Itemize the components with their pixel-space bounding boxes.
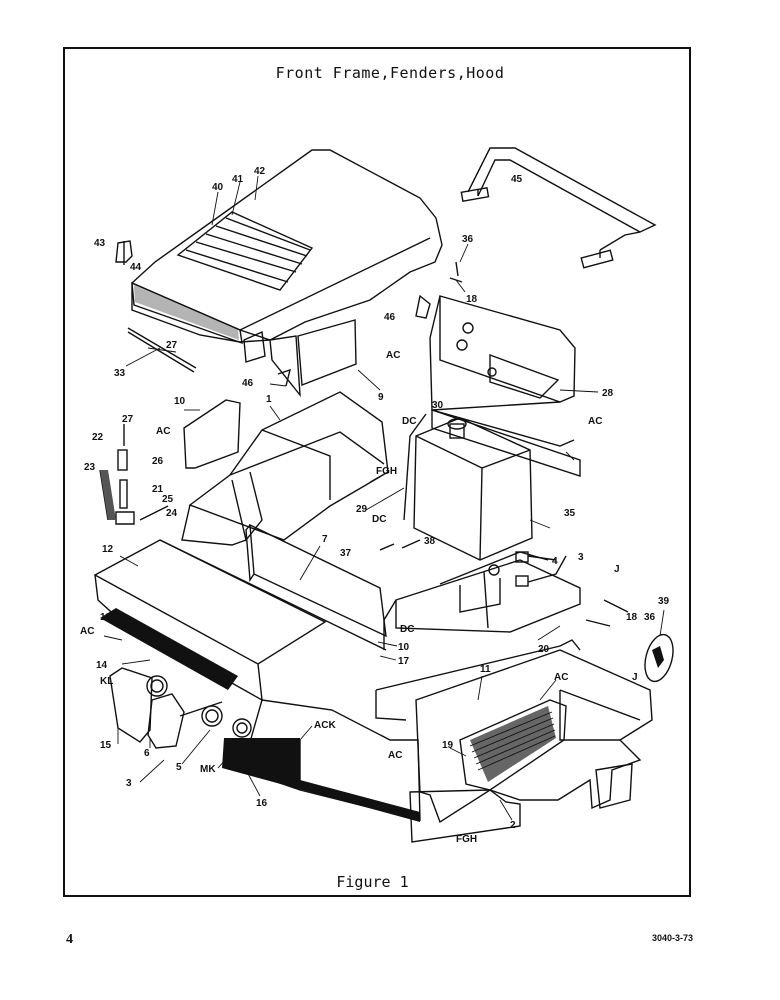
hood-rod xyxy=(127,327,197,373)
callout-mk: MK xyxy=(200,764,216,775)
callout-10-frame: 10 xyxy=(398,642,410,653)
callout-25: 25 xyxy=(162,494,174,505)
callout-ack: ACK xyxy=(314,720,336,731)
callout-3-upper: 3 xyxy=(578,552,584,563)
callout-ac-fender: AC xyxy=(80,626,94,637)
callout-21: 21 xyxy=(152,484,164,495)
figure-border xyxy=(63,47,691,897)
callout-19: 19 xyxy=(442,740,454,751)
callout-11: 11 xyxy=(480,664,491,675)
front-panel xyxy=(183,399,241,469)
callout-15: 15 xyxy=(100,740,112,751)
callout-20: 20 xyxy=(538,644,550,655)
callout-29: 29 xyxy=(356,504,368,515)
callout-12: 12 xyxy=(102,544,114,555)
fender-strip-16 xyxy=(222,738,420,822)
callout-fgh-lower: FGH xyxy=(456,834,477,845)
callout-dc-lower: DC xyxy=(372,514,386,525)
tank-strap xyxy=(403,413,427,521)
callout-6: 6 xyxy=(144,748,150,759)
callout-23: 23 xyxy=(84,462,96,473)
center-box xyxy=(181,391,389,546)
callout-36-top: 36 xyxy=(462,234,474,245)
callout-36-lower: 36 xyxy=(644,612,656,623)
callout-33: 33 xyxy=(114,368,126,379)
callout-38: 38 xyxy=(424,536,436,547)
callout-ac-bracket: AC xyxy=(588,416,602,427)
callout-28: 28 xyxy=(602,388,614,399)
page-number: 4 xyxy=(66,932,73,947)
figure-title: Front Frame,Fenders,Hood xyxy=(275,64,505,82)
callout-16: 16 xyxy=(256,798,268,809)
callout-dc-top: DC xyxy=(402,416,416,427)
callout-45: 45 xyxy=(511,174,523,185)
callout-ac-lower: AC xyxy=(388,750,402,761)
callout-41: 41 xyxy=(232,174,244,185)
callout-46-lower: 46 xyxy=(242,378,254,389)
callout-27-side: 27 xyxy=(122,414,134,425)
callout-39: 39 xyxy=(658,596,670,607)
callout-labels: 40 41 42 45 43 44 36 18 46 33 27 46 9 28… xyxy=(80,166,670,845)
callout-14: 14 xyxy=(96,660,108,671)
callout-17: 17 xyxy=(398,656,410,667)
callout-46-upper: 46 xyxy=(384,312,396,323)
leader-lines xyxy=(103,175,665,821)
callout-j-lower: J xyxy=(632,672,638,683)
callout-22: 22 xyxy=(92,432,104,443)
callout-dc-frame: DC xyxy=(400,624,414,635)
grab-handle xyxy=(460,147,657,269)
callout-37: 37 xyxy=(340,548,352,559)
latch-parts xyxy=(99,424,169,525)
callout-3-lower: 3 xyxy=(126,778,132,789)
callout-42: 42 xyxy=(254,166,266,177)
callout-30: 30 xyxy=(432,400,444,411)
hood xyxy=(131,149,443,398)
callout-4: 4 xyxy=(552,556,558,567)
figure-caption: Figure 1 xyxy=(336,873,409,891)
support-bracket xyxy=(429,295,576,447)
callout-43: 43 xyxy=(94,238,106,249)
main-frame xyxy=(93,523,653,843)
callout-27-hood: 27 xyxy=(166,340,178,351)
callout-j-upper: J xyxy=(614,564,620,575)
callout-24: 24 xyxy=(166,508,178,519)
callout-18-lower: 18 xyxy=(626,612,638,623)
callout-9: 9 xyxy=(378,392,384,403)
fender-strip-13 xyxy=(100,608,238,690)
callout-ac-panel: AC xyxy=(156,426,170,437)
callout-26: 26 xyxy=(152,456,164,467)
callout-ac-right: AC xyxy=(554,672,568,683)
callout-1: 1 xyxy=(266,394,272,405)
callout-7: 7 xyxy=(322,534,328,545)
hood-latch xyxy=(115,240,133,265)
callout-18-top: 18 xyxy=(466,294,478,305)
side-panel xyxy=(431,409,581,477)
callout-fgh-top: FGH xyxy=(376,466,397,477)
round-plate xyxy=(644,633,674,683)
callout-35: 35 xyxy=(564,508,576,519)
document-code: 3040-3-73 xyxy=(652,933,694,943)
callout-10: 10 xyxy=(174,396,186,407)
callout-ac-hood: AC xyxy=(386,350,400,361)
callout-2: 2 xyxy=(510,820,516,831)
fuel-tank xyxy=(413,417,533,561)
callout-5: 5 xyxy=(176,762,182,773)
callout-13: 13 xyxy=(100,612,112,623)
fittings xyxy=(277,261,629,627)
callout-40: 40 xyxy=(212,182,224,193)
callout-44: 44 xyxy=(130,262,142,273)
callout-kl: KL xyxy=(100,676,113,687)
